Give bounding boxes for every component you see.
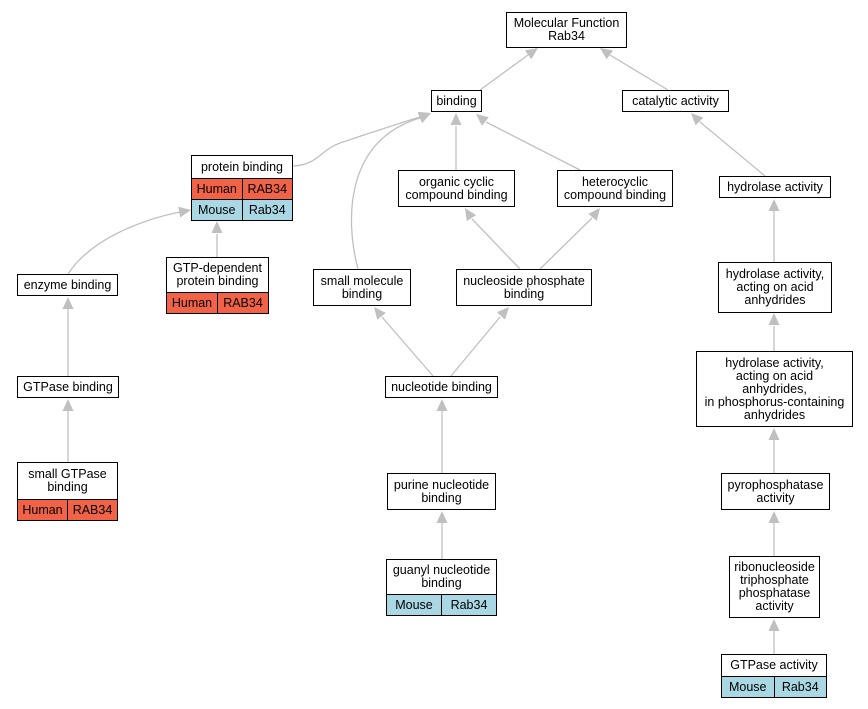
arrowhead-icon xyxy=(768,428,780,440)
gene-label: RAB34 xyxy=(217,293,268,313)
node-title: purine nucleotide binding xyxy=(393,477,490,505)
node-hydrolase-acid-anhydrides[interactable]: hydrolase activity, acting on acid anhyd… xyxy=(718,262,832,313)
node-title: enzyme binding xyxy=(23,277,112,292)
gene-label: Rab34 xyxy=(441,595,496,615)
arrowhead-icon xyxy=(450,113,462,125)
species-label: Mouse xyxy=(728,680,767,694)
arrowhead-icon xyxy=(768,619,780,631)
arrowhead-icon xyxy=(768,511,780,523)
node-title: pyrophosphatase activity xyxy=(727,477,824,505)
edge-nucleotide_binding-to-small_molecule xyxy=(381,316,434,377)
node-heterocyclic-compound-binding[interactable]: heterocyclic compound binding xyxy=(557,170,673,207)
arrowhead-icon xyxy=(525,48,538,60)
edge-hydrolase_activity-to-catalytic_activity xyxy=(699,121,766,177)
node-title: hydrolase activity, acting on acid anhyd… xyxy=(725,267,825,307)
node-small-gtpase-binding[interactable]: small GTPase binding Human RAB34 xyxy=(17,462,118,521)
node-pyrophosphatase-activity[interactable]: pyrophosphatase activity xyxy=(721,473,830,510)
annotation-row-human[interactable]: Human RAB34 xyxy=(18,499,117,520)
arrowhead-icon xyxy=(496,307,509,320)
node-molecular-function[interactable]: Molecular Function Rab34 xyxy=(506,12,627,48)
edge-small_molecule-to-binding xyxy=(350,117,421,270)
species-label: Mouse xyxy=(395,598,433,612)
arrowhead-icon xyxy=(417,112,431,123)
arrowhead-icon xyxy=(476,114,489,126)
arrowhead-icon xyxy=(465,208,477,222)
edge-nucleoside_phosphate-to-heterocyclic xyxy=(539,217,593,270)
node-title: organic cyclic compound binding xyxy=(405,174,508,202)
edge-nucleotide_binding-to-nucleoside_phosphate xyxy=(450,316,501,377)
arrowhead-icon xyxy=(62,297,74,309)
annotation-row-mouse[interactable]: Mouse Rab34 xyxy=(192,199,292,220)
species-label: Human xyxy=(196,182,237,196)
arrowhead-icon xyxy=(600,48,613,60)
node-title: heterocyclic compound binding xyxy=(563,174,667,202)
arrowhead-icon xyxy=(768,313,780,325)
node-title: small molecule binding xyxy=(320,273,404,301)
node-title: catalytic activity xyxy=(632,93,719,108)
edge-binding-to-molecular_function xyxy=(479,54,529,91)
node-title: hydrolase activity, acting on acid anhyd… xyxy=(704,355,845,422)
arrowhead-icon xyxy=(211,221,223,233)
node-title: Molecular Function Rab34 xyxy=(513,16,620,43)
species-label: Mouse xyxy=(197,203,236,217)
species-label: Human xyxy=(171,296,213,310)
arrowhead-icon xyxy=(374,307,386,320)
node-title: binding xyxy=(436,93,477,108)
node-title: guanyl nucleotide binding xyxy=(392,563,491,590)
node-title: ribonucleoside triphosphate phosphatase … xyxy=(734,560,815,613)
node-ribonucleoside-triphosphate-phosphatase[interactable]: ribonucleoside triphosphate phosphatase … xyxy=(729,556,820,618)
arrowhead-icon xyxy=(588,208,600,221)
node-nucleotide-binding[interactable]: nucleotide binding xyxy=(385,376,498,398)
edge-protein_binding-to-binding xyxy=(292,116,421,167)
node-small-molecule-binding[interactable]: small molecule binding xyxy=(313,269,411,306)
annotation-row-human[interactable]: Human RAB34 xyxy=(192,178,292,199)
node-title: GTPase activity xyxy=(730,658,818,672)
edge-heterocyclic-to-binding xyxy=(485,121,581,171)
species-label: Human xyxy=(22,503,63,517)
node-protein-binding[interactable]: protein binding Human RAB34 Mouse Rab34 xyxy=(191,155,293,221)
node-organic-cyclic-compound-binding[interactable]: organic cyclic compound binding xyxy=(398,170,515,207)
annotation-row-human[interactable]: Human RAB34 xyxy=(167,292,268,313)
node-purine-nucleotide-binding[interactable]: purine nucleotide binding xyxy=(387,473,496,510)
edge-nucleoside_phosphate-to-organic_cyclic xyxy=(471,218,521,270)
node-enzyme-binding[interactable]: enzyme binding xyxy=(17,274,118,296)
arrowhead-icon xyxy=(178,206,191,218)
node-hydrolase-activity[interactable]: hydrolase activity xyxy=(719,176,831,198)
node-title: protein binding xyxy=(200,159,283,174)
gene-label: Rab34 xyxy=(773,677,827,697)
node-title: nucleoside phosphate binding xyxy=(463,273,585,301)
node-binding[interactable]: binding xyxy=(431,90,482,112)
node-gtp-dependent-protein-binding[interactable]: GTP-dependent protein binding Human RAB3… xyxy=(166,257,269,314)
node-hydrolase-phosphorus-anhydrides[interactable]: hydrolase activity, acting on acid anhyd… xyxy=(696,351,853,427)
node-catalytic-activity[interactable]: catalytic activity xyxy=(622,90,729,112)
node-nucleoside-phosphate-binding[interactable]: nucleoside phosphate binding xyxy=(456,269,592,306)
node-title: hydrolase activity xyxy=(727,179,823,194)
node-guanyl-nucleotide-binding[interactable]: guanyl nucleotide binding Mouse Rab34 xyxy=(386,559,497,616)
node-title: GTP-dependent protein binding xyxy=(173,261,262,288)
node-title: nucleotide binding xyxy=(391,379,492,394)
gene-label: RAB34 xyxy=(241,179,293,199)
gene-label: Rab34 xyxy=(241,200,293,220)
node-title: small GTPase binding xyxy=(28,467,107,494)
node-title: GTPase binding xyxy=(23,379,113,394)
node-gtpase-binding[interactable]: GTPase binding xyxy=(17,376,119,398)
arrowhead-icon xyxy=(436,399,448,411)
gene-label: RAB34 xyxy=(67,500,117,520)
edge-enzyme_binding-to-protein_binding xyxy=(67,211,181,275)
arrowhead-icon xyxy=(691,113,704,126)
arrowhead-icon xyxy=(436,511,448,523)
node-gtpase-activity[interactable]: GTPase activity Mouse Rab34 xyxy=(721,654,827,698)
arrowhead-icon xyxy=(62,399,74,411)
arrowhead-icon xyxy=(768,199,780,211)
edge-catalytic_activity-to-molecular_function xyxy=(609,54,669,91)
annotation-row-mouse[interactable]: Mouse Rab34 xyxy=(722,676,826,697)
annotation-row-mouse[interactable]: Mouse Rab34 xyxy=(387,594,496,615)
